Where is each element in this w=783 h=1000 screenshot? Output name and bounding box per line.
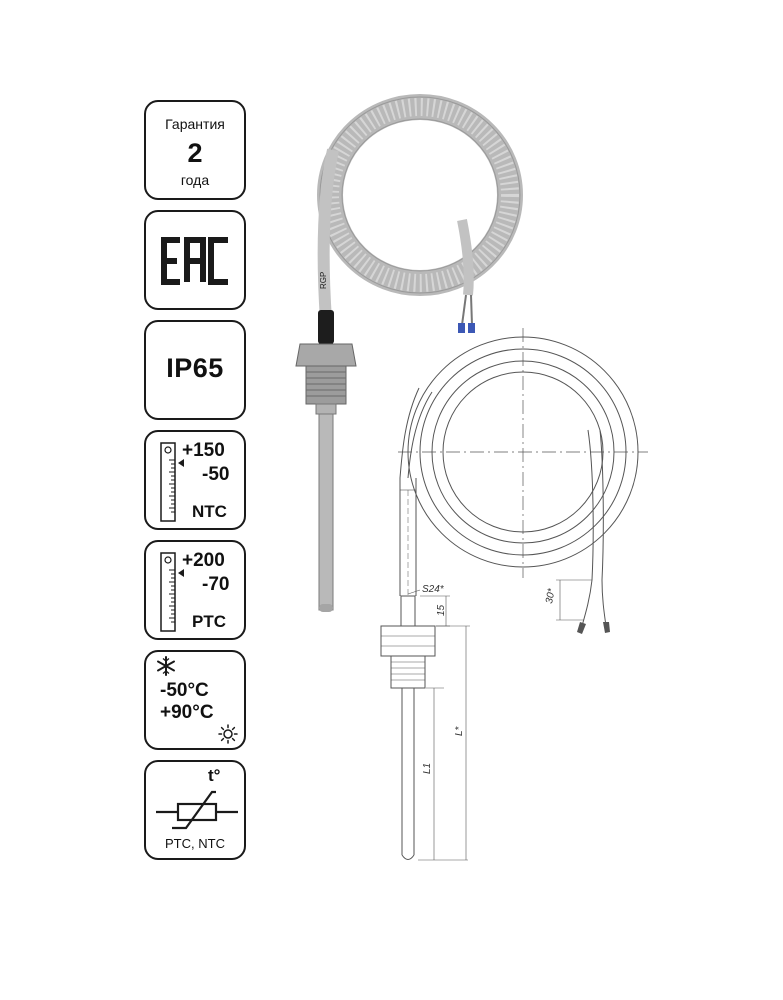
cable-print-text: RGP xyxy=(319,272,328,289)
thermometer-scale-icon xyxy=(160,442,184,522)
ptc-range-high: +200 xyxy=(182,550,225,571)
warranty-badge: Гарантия 2 года xyxy=(144,100,246,200)
ambient-temp-high: +90°C xyxy=(160,702,214,723)
warranty-label: Гарантия xyxy=(165,116,225,132)
ptc-range-badge: +200 -70 PTC xyxy=(144,540,246,640)
snowflake-icon xyxy=(157,656,175,676)
dim-thread-size: S24* xyxy=(422,584,445,595)
eac-badge xyxy=(144,210,246,310)
ptc-type-label: PTC xyxy=(192,612,226,631)
sensor-types-label: PTC, NTC xyxy=(165,836,225,851)
coiled-cable-illustration xyxy=(317,94,523,333)
sun-icon xyxy=(218,724,238,744)
dim-30: 30* xyxy=(544,587,558,605)
warranty-years: 2 xyxy=(187,138,203,168)
eac-logo-icon xyxy=(161,237,228,285)
thermistor-badge: t° PTC, NTC xyxy=(144,760,246,860)
ambient-temp-badge: -50°C +90°C xyxy=(144,650,246,750)
temperature-symbol: t° xyxy=(208,766,221,785)
technical-drawing xyxy=(380,328,648,861)
wire-terminals xyxy=(577,622,610,634)
ntc-range-high: +150 xyxy=(182,440,225,461)
ntc-range-badge: +150 -50 NTC xyxy=(144,430,246,530)
dim-L1: L1 xyxy=(422,763,433,774)
thermometer-scale-icon xyxy=(160,552,184,632)
ntc-range-low: -50 xyxy=(202,464,230,485)
ptc-range-low: -70 xyxy=(202,574,230,595)
thermistor-symbol-icon xyxy=(156,790,238,830)
warranty-unit: года xyxy=(180,172,210,188)
dim-15: 15 xyxy=(436,604,447,616)
dim-L: L* xyxy=(454,725,465,736)
sensor-photo xyxy=(295,310,357,612)
ntc-type-label: NTC xyxy=(192,502,227,521)
ip-rating: IP65 xyxy=(166,353,224,383)
ip-rating-badge: IP65 xyxy=(144,320,246,420)
ambient-temp-low: -50°C xyxy=(160,680,209,701)
